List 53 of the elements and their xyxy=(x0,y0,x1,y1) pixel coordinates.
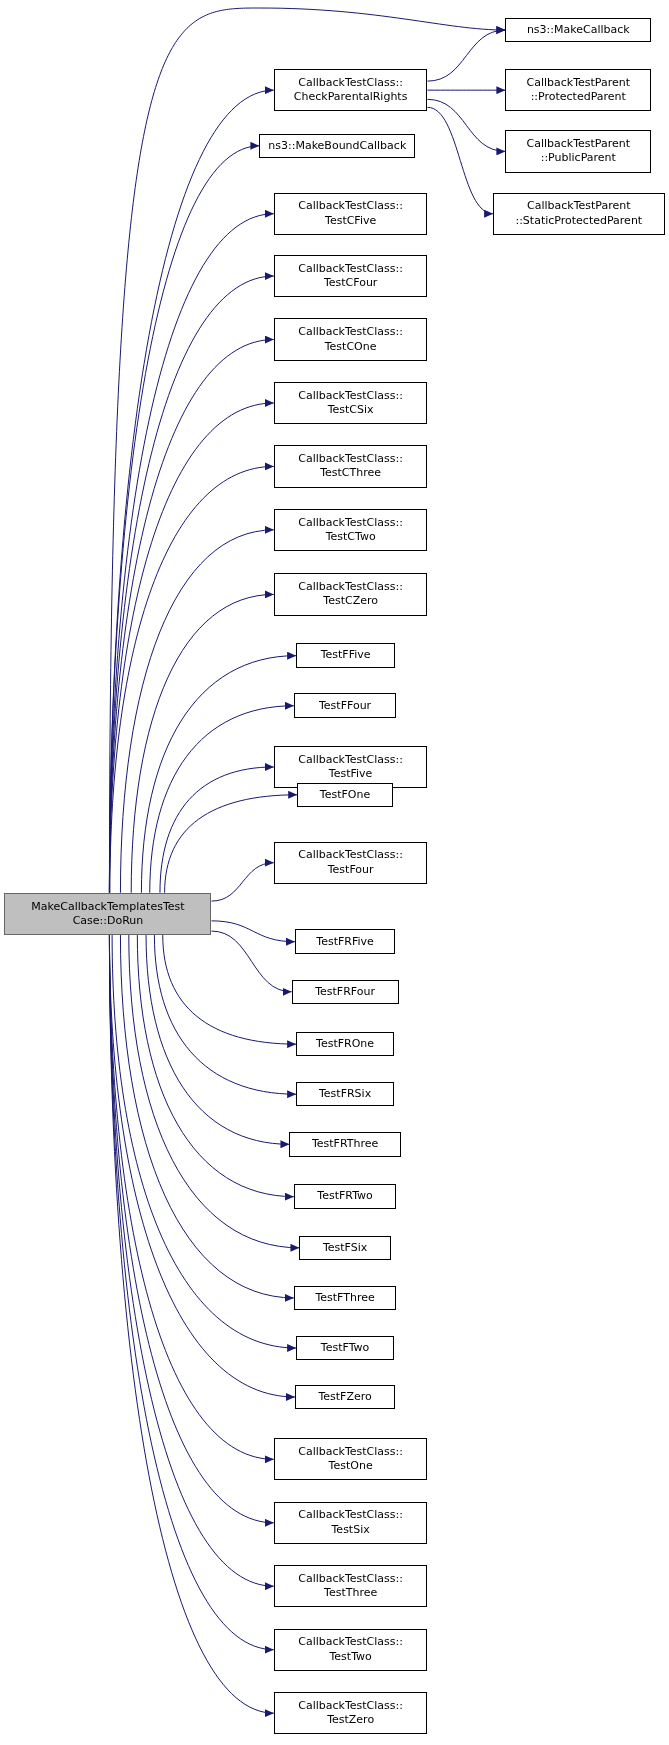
call-arrow xyxy=(149,702,295,894)
call-arrow xyxy=(153,934,297,1098)
selected-function-box: MakeCallbackTemplatesTest Case::DoRun xyxy=(4,892,212,936)
function-box: CallbackTestClass:: TestCZero xyxy=(273,573,428,616)
function-box: CallbackTestParent ::ProtectedParent xyxy=(505,69,652,112)
function-box: CallbackTestClass:: TestCSix xyxy=(273,381,428,425)
function-box: TestFThree xyxy=(293,1285,397,1311)
function-box: TestFRThree xyxy=(289,1132,401,1157)
function-box: CallbackTestClass:: TestCThree xyxy=(273,445,428,488)
function-box: CallbackTestClass:: TestZero xyxy=(273,1691,428,1735)
function-box: TestFRFive xyxy=(294,929,396,954)
function-box: CallbackTestClass:: TestSix xyxy=(273,1501,428,1544)
function-box: CallbackTestClass:: TestFour xyxy=(273,841,428,884)
call-arrow xyxy=(426,86,506,95)
function-box: TestFSix xyxy=(299,1235,391,1261)
call-arrow xyxy=(128,934,300,1251)
call-arrow xyxy=(159,763,275,894)
function-box: CallbackTestClass:: TestCOne xyxy=(273,318,428,361)
function-box: CallbackTestClass:: TestCFive xyxy=(273,192,428,235)
function-box: ns3::MakeCallback xyxy=(505,17,652,43)
function-box: CallbackTestClass:: TestOne xyxy=(273,1438,428,1481)
call-arrow xyxy=(119,934,295,1301)
function-box: TestFFive xyxy=(296,643,396,668)
function-box: CallbackTestClass:: TestFive xyxy=(273,745,428,789)
call-arrow xyxy=(164,791,298,894)
function-box: TestFZero xyxy=(294,1384,396,1410)
call-arrow xyxy=(140,652,297,894)
function-box: TestFTwo xyxy=(296,1335,395,1361)
function-box: CallbackTestClass:: TestCTwo xyxy=(273,508,428,551)
function-box: CallbackTestParent ::PublicParent xyxy=(505,130,652,173)
function-box: CallbackTestClass:: TestCFour xyxy=(273,254,428,298)
call-arrow xyxy=(130,591,275,894)
call-arrow xyxy=(136,934,295,1200)
function-box: TestFFour xyxy=(293,693,397,718)
call-arrow xyxy=(162,934,297,1048)
call-arrow xyxy=(211,859,275,902)
function-box: TestFOne xyxy=(297,782,393,807)
call-arrow xyxy=(145,934,290,1148)
function-box: CallbackTestParent ::StaticProtectedParent xyxy=(493,192,665,235)
function-box: TestFRTwo xyxy=(293,1184,397,1209)
function-box: CallbackTestClass:: TestTwo xyxy=(273,1628,428,1671)
call-arrow xyxy=(426,98,506,155)
function-box: CallbackTestClass:: TestThree xyxy=(273,1565,428,1608)
call-arrow xyxy=(426,106,494,216)
call-arrow xyxy=(211,920,296,946)
function-box: CallbackTestClass:: CheckParentalRights xyxy=(273,69,428,112)
call-arrow xyxy=(426,27,506,82)
function-box: ns3::MakeBoundCallback xyxy=(259,133,416,159)
call-arrow xyxy=(119,527,275,894)
function-box: TestFRSix xyxy=(296,1081,395,1107)
function-box: TestFRFour xyxy=(291,979,399,1005)
function-box: TestFROne xyxy=(296,1031,395,1057)
call-arrow xyxy=(211,930,293,995)
